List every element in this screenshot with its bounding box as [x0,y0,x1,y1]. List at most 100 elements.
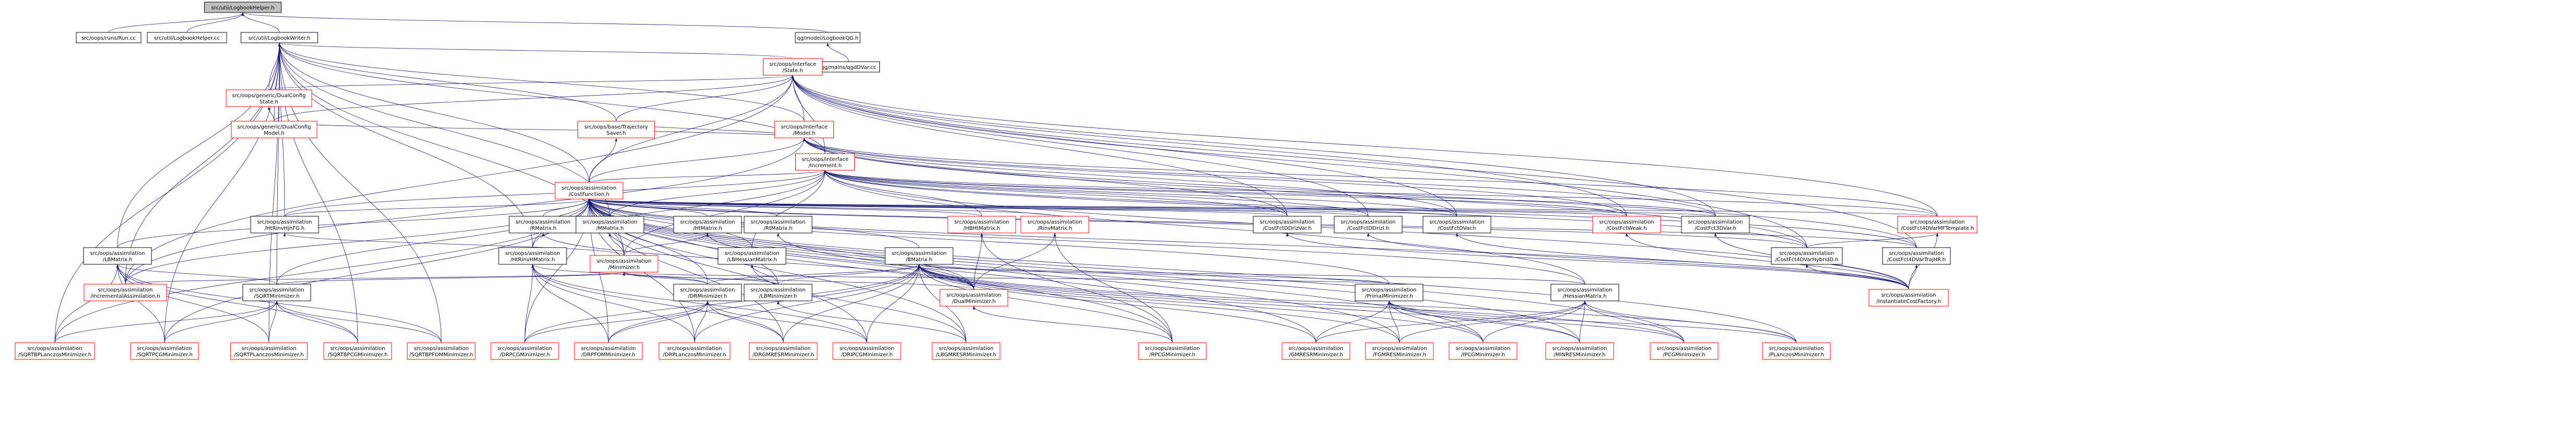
dependency-edge [531,264,784,343]
graph-node[interactable]: src/oops/assimilation/DRPFOMMinimizer.h [574,342,643,360]
graph-node[interactable]: src/oops/assimilation/InstantiateCostFac… [1868,289,1949,307]
graph-node[interactable]: src/oops/assimilation/DRIPCGMinimizer.h [832,342,901,360]
dependency-edge [531,264,609,343]
graph-node[interactable]: src/util/LogbookWriter.h [241,32,318,43]
graph-node[interactable]: src/oops/assimilation/LBMatrix.h [83,247,152,265]
graph-node[interactable]: src/oops/assimilation/CostFctDDrizl.h [1334,216,1403,233]
node-label: src/oops/assimilation [1288,346,1343,352]
graph-node[interactable]: src/oops/assimilation/CostFctWeak.h [1592,216,1661,233]
graph-node[interactable]: src/oops/assimilation/BMatrix.h [885,247,954,265]
node-label: /DualMinimizer.h [952,299,995,305]
graph-node[interactable]: src/oops/assimilation/RinvMatrix.h [1020,216,1089,233]
graph-node[interactable]: src/oops/assimilation/DualMinimizer.h [939,289,1008,307]
node-box [795,32,861,43]
dependency-edge [117,42,281,248]
graph-node[interactable]: src/oops/assimilation/CostFct3DVar.h [1681,216,1750,233]
graph-node[interactable]: src/oops/assimilation/HtMatrix.h [673,216,742,233]
graph-node[interactable]: src/util/LogbookHelper.cc [147,32,227,43]
node-box [744,284,813,301]
graph-node[interactable]: src/oops/assimilation/SQRTBPFOMMinimizer… [407,342,476,360]
graph-node[interactable]: src/oops/assimilation/MINRESMinimizer.h [1545,342,1614,360]
node-label: /LBHessianMatrix.h [727,257,777,263]
graph-node[interactable]: src/oops/assimilation/HessianMatrix.h [1550,284,1619,301]
graph-node[interactable]: src/oops/assimilation/Minimizer.h [590,255,658,273]
graph-node[interactable]: src/oops/assimilation/LBMinimizer.h [744,284,813,301]
graph-node[interactable]: src/oops/interface/Increment.h [795,153,855,171]
node-box [250,216,319,233]
graph-node[interactable]: src/oops/assimilation/IncrementalAssimil… [84,284,167,301]
graph-node[interactable]: src/oops/assimilation/SQRTPLanczosMinimi… [230,342,308,360]
node-box [1771,247,1843,265]
graph-node[interactable]: src/oops/assimilation/CostFctDVar.h [1422,216,1491,233]
graph-node[interactable]: src/oops/assimilation/PrimalMinimizer.h [1355,284,1424,301]
graph-node[interactable]: src/oops/assimilation/DRPCGMinimizer.h [490,342,559,360]
dependency-edge [791,75,1917,248]
graph-node[interactable]: src/oops/assimilation/FGMRESMinimizer.h [1365,342,1434,360]
graph-node[interactable]: src/oops/assimilation/SQRTBPCGMinimizer.… [323,342,392,360]
graph-node[interactable]: src/oops/assimilation/CostFct4DVarHybrid… [1771,247,1843,265]
graph-node[interactable]: src/oops/assimilation/CostFct4DVarTrajHR… [1882,247,1951,265]
graph-node[interactable]: src/oops/assimilation/HtRinvHjhFG.h [250,216,319,233]
dependency-edge [1367,232,1909,290]
graph-node[interactable]: src/oops/assimilation/CostFctDDrizVar.h [1253,216,1322,233]
node-box [1882,247,1951,265]
node-box [673,284,742,301]
node-label: src/oops/assimilation [680,219,735,225]
node-label: /CostFunction.h [569,192,609,197]
graph-node[interactable]: src/oops/assimilation/DRMinimizer.h [673,284,742,301]
graph-node[interactable]: src/oops/interface/Model.h [774,121,834,138]
graph-node[interactable]: src/oops/assimilation/RtMatrix.h [744,216,813,233]
graph-node[interactable]: src/oops/assimilation/LBGMRESRMinimizer.… [932,342,1001,360]
graph-node[interactable]: src/oops/assimilation/SQRTMinimizer.h [242,284,311,301]
dependency-edge [707,264,921,285]
graph-node[interactable]: src/oops/assimilation/MMatrix.h [575,216,644,233]
graph-node[interactable]: src/oops/assimilation/CostFct4DVarMFTemp… [1897,216,1978,233]
node-label: src/oops/assimilation [1145,346,1199,352]
node-box [15,342,95,360]
graph-node[interactable]: src/oops/interface/State.h [763,58,822,76]
dependency-edge [803,137,1938,217]
graph-node[interactable]: src/oops/runs/Run.cc [76,32,142,43]
graph-node[interactable]: src/oops/assimilation/DRPLanczosMinimize… [658,342,731,360]
node-box [83,247,152,265]
graph-node[interactable]: src/oops/assimilation/PLanczosMinimizer.… [1762,342,1831,360]
graph-node[interactable]: src/oops/assimilation/SQRTPCGMinimizer.h [130,342,199,360]
node-box [323,342,392,360]
graph-node[interactable]: src/oops/assimilation/RMatrix.h [509,216,578,233]
node-label: src/oops/assimilation [257,219,312,225]
dependency-edge [824,170,1627,217]
node-label: /DRPCGMinimizer.h [500,352,550,358]
graph-node[interactable]: src/oops/assimilation/LBHessianMatrix.h [717,247,786,265]
dependency-edge [791,75,1288,217]
node-label: src/oops/assimilation [515,219,570,225]
graph-node[interactable]: qg/mains/qgdDVar.cc [817,61,880,73]
node-label: /RtMatrix.h [763,226,792,231]
graph-node[interactable]: src/oops/assimilation/PCGMinimizer.h [1650,342,1719,360]
dependency-edge [116,264,269,343]
dependency-edge [608,232,625,256]
dependency-edge [1315,300,1391,343]
node-box [241,32,318,43]
dependency-edge [1387,300,1797,343]
node-box [76,32,142,43]
dependency-edge [589,137,618,183]
graph-node[interactable]: src/oops/assimilation/GMRESRMinimizer.h [1281,342,1350,360]
graph-node[interactable]: src/oops/assimilation/CostFunction.h [555,182,624,200]
graph-node[interactable]: src/oops/assimilation/SQRTBPLanczosMinim… [15,342,95,360]
graph-node[interactable]: src/oops/assimilation/IPCGMinimizer.h [1449,342,1518,360]
graph-node[interactable]: src/oops/assimilation/RPCGMinimizer.h [1138,342,1207,360]
dependency-edge [108,12,244,33]
graph-node[interactable]: src/oops/assimilation/DRGMRESRMinimizer.… [749,342,818,360]
dependency-edge [1908,264,1918,290]
graph-node[interactable]: src/oops/assimilation/HBHtMatrix.h [947,216,1016,233]
node-label: /CostFct4DVarHybridD.h [1775,257,1838,263]
node-label: /RinvMatrix.h [1038,226,1072,231]
dependency-edge [524,264,921,343]
dependency-edge [284,199,591,217]
graph-node[interactable]: src/oops/assimilation/HtRinvHMatrix.h [498,247,567,265]
graph-node[interactable]: qg/model/LogbookQG.h [795,32,861,43]
